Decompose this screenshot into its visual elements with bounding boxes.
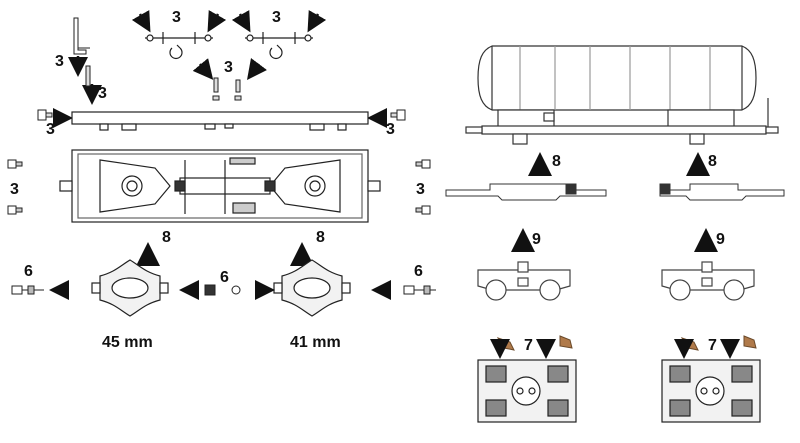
step-label-3: 3: [416, 181, 425, 198]
step-arrows-top: [53, 10, 387, 128]
dimension-left-bolster: 45 mm: [102, 334, 153, 351]
step-label-3: 3: [224, 59, 233, 76]
bogie-frame-right: [659, 183, 785, 201]
step-label-8: 8: [708, 153, 717, 170]
step-arrows-mid: [136, 152, 718, 266]
bracket-part-right: [245, 32, 313, 59]
bogie-top-right: [661, 359, 761, 423]
step-label-8: 8: [552, 153, 561, 170]
step-label-8: 8: [162, 229, 171, 246]
dimension-right-bolster: 41 mm: [290, 334, 341, 351]
step-label-9: 9: [716, 231, 725, 248]
small-pins: [37, 17, 406, 121]
bogie-top-left: [477, 359, 577, 423]
brake-shoes: [496, 335, 757, 351]
bogie-left: [477, 261, 571, 301]
step-label-6: 6: [24, 263, 33, 280]
step-label-3: 3: [272, 9, 281, 26]
step-label-6: 6: [414, 263, 423, 280]
frame-top-view: [59, 149, 381, 223]
step-label-7: 7: [708, 337, 717, 354]
loose-pins-left: [7, 159, 23, 215]
step-label-3: 3: [386, 121, 395, 138]
step-label-6: 6: [220, 269, 229, 286]
step-label-3: 3: [55, 53, 64, 70]
step-label-3: 3: [10, 181, 19, 198]
step-label-3: 3: [46, 121, 55, 138]
step-label-9: 9: [532, 231, 541, 248]
tank-wagon: [465, 45, 779, 145]
step-label-3: 3: [172, 9, 181, 26]
bracket-part-left: [145, 32, 213, 59]
bolster-left: [91, 259, 169, 317]
bogie-frame-left: [445, 183, 607, 201]
step-label-8: 8: [316, 229, 325, 246]
frame-side-view: [71, 111, 369, 131]
coupler-parts-row6: [11, 284, 436, 296]
bogie-right: [661, 261, 755, 301]
step-label-3: 3: [98, 85, 107, 102]
step-label-7: 7: [524, 337, 533, 354]
bolster-right: [273, 259, 351, 317]
loose-pins-right: [415, 159, 431, 215]
step-arrows-row7: [490, 339, 740, 359]
